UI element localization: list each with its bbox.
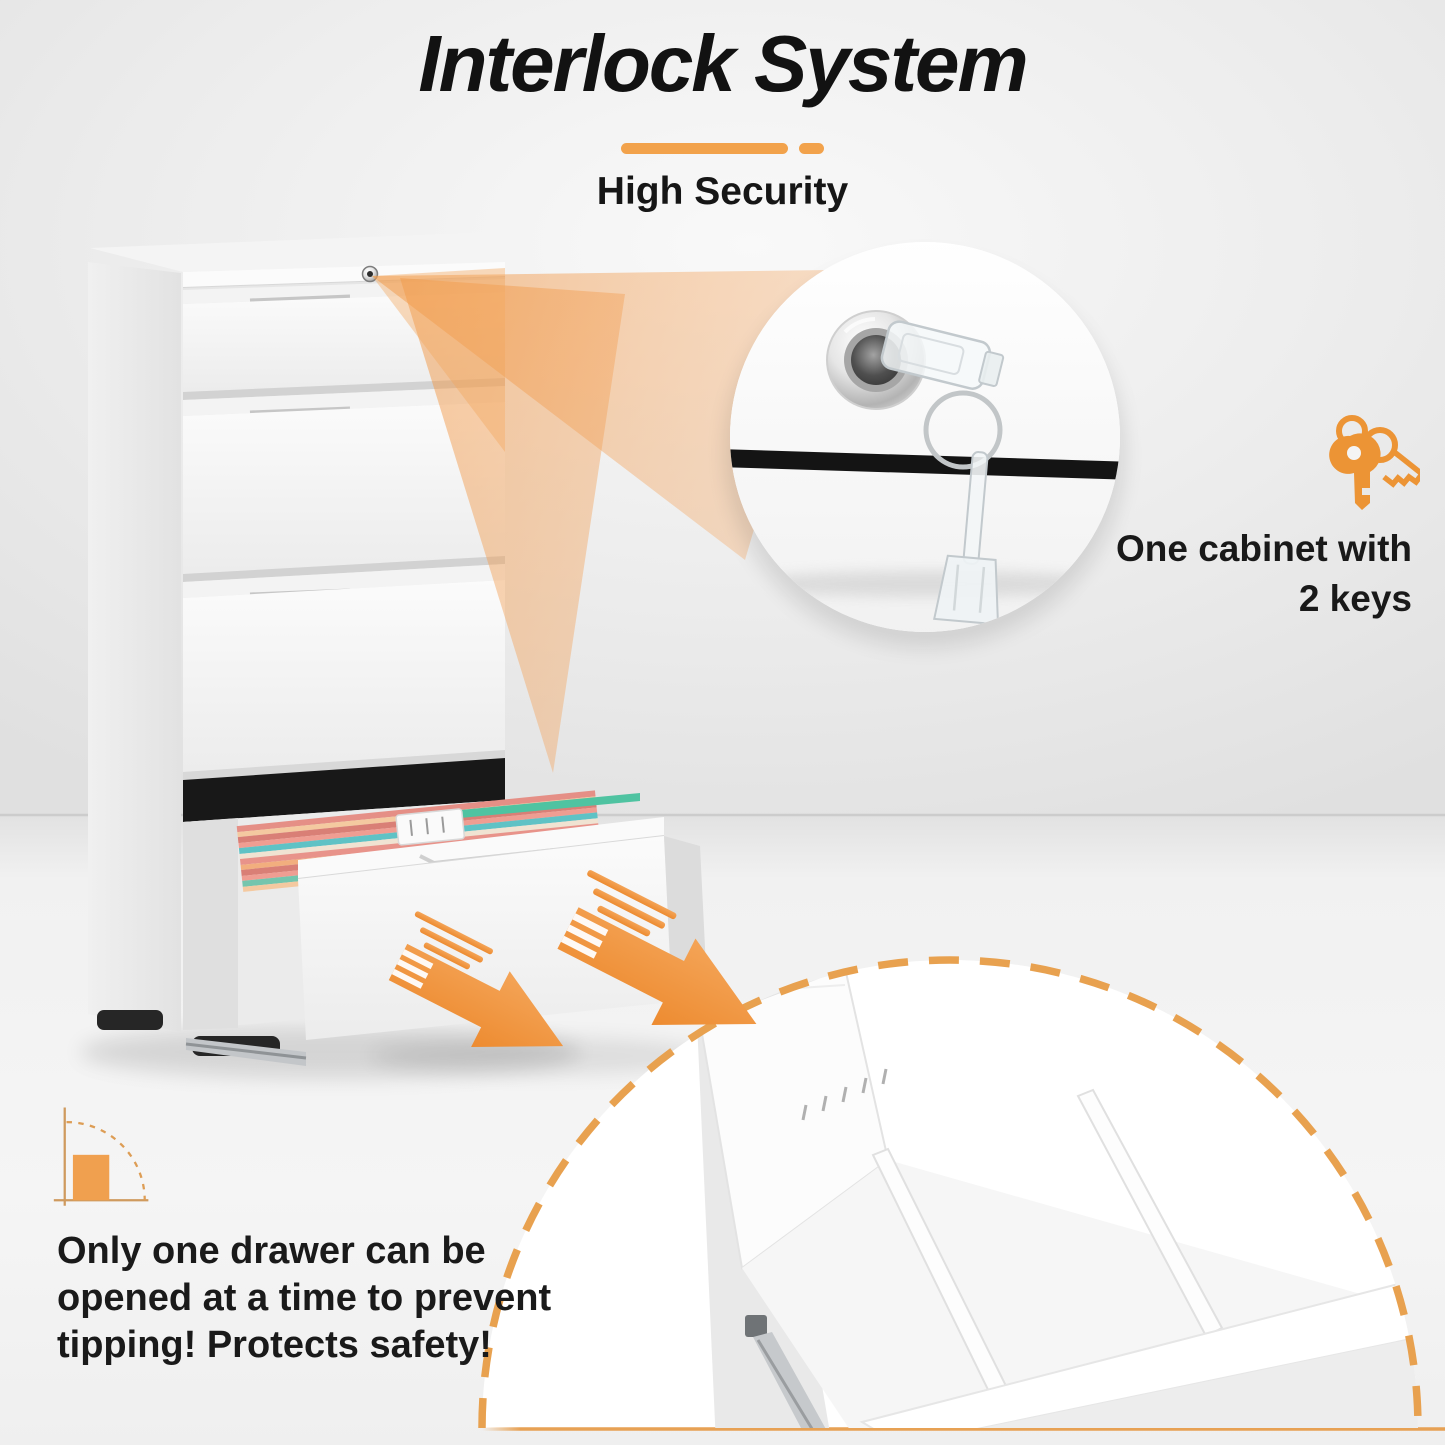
corner-angle-icon (52, 1102, 152, 1214)
safety-note-line1: Only one drawer can be (57, 1230, 486, 1272)
cabinet-side-panel (88, 262, 181, 1032)
drawer-slot-band (730, 449, 1120, 480)
keys-icon (1310, 412, 1426, 524)
title-divider (0, 143, 1445, 154)
key-feature-text: One cabinet with 2 keys (1116, 524, 1412, 624)
divider-bar-long (621, 143, 788, 154)
subtitle: High Security (596, 170, 849, 213)
key-ring (923, 390, 1003, 470)
open-drawer-interior (482, 966, 1418, 1428)
safety-note-line2: opened at a time to prevent (57, 1277, 552, 1319)
page-title: Interlock System (418, 19, 1028, 108)
divider-bar-short (799, 143, 824, 154)
clear-key-inserted (880, 320, 1005, 390)
open-drawer-cavity (183, 758, 505, 822)
file-cabinet (88, 232, 708, 1066)
safety-note-text: Only one drawer can be opened at a time … (57, 1228, 597, 1369)
clear-key-hanging (933, 451, 1000, 626)
zoom-beam (372, 268, 830, 773)
arrow-icon (388, 911, 564, 1047)
arrow-icon (557, 870, 757, 1025)
pull-direction-arrows (388, 870, 757, 1047)
safety-note-line3: tipping! Protects safety! (57, 1324, 492, 1366)
cabinet-top (90, 232, 505, 272)
lock-zoom-circle (725, 242, 1125, 648)
drawer-divider (871, 1088, 1224, 1408)
open-drawer-zoom-circle (478, 956, 1445, 1431)
open-drawer-front (298, 836, 672, 1040)
cabinet-lock-icon (361, 265, 379, 283)
cabinet-drawer-3 (183, 564, 505, 772)
cabinet-drawer-2 (183, 386, 505, 574)
dashed-circle-border (478, 956, 1422, 1429)
key-feature-line2: 2 keys (1298, 578, 1412, 619)
key-feature-line1: One cabinet with (1115, 528, 1412, 569)
